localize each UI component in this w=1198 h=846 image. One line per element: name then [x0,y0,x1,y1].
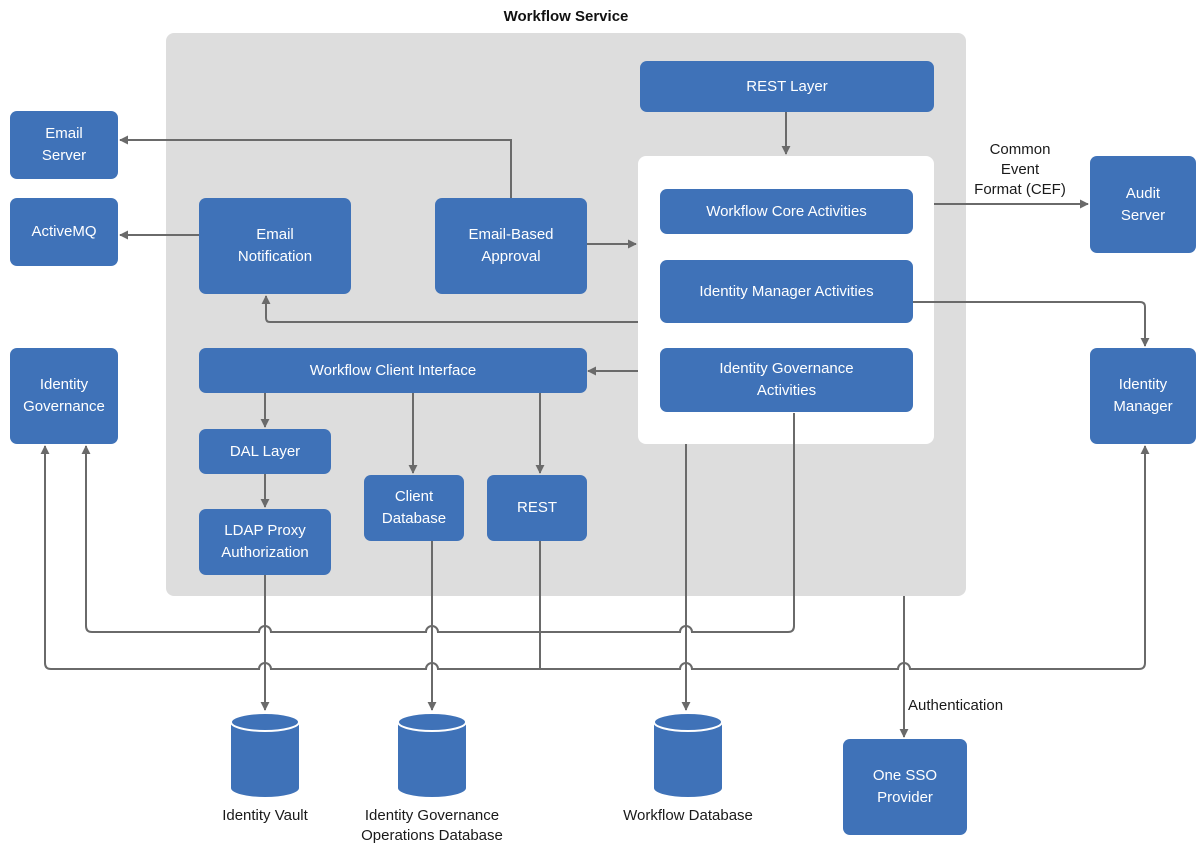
activities-to-notification-arrow [261,295,638,323]
email-server-box: Email Server [10,111,118,179]
identity-vault-db-icon [230,712,300,797]
approval-to-email-server-arrow [119,135,512,198]
identity-governance-box: Identity Governance [10,348,118,444]
diagram-title: Workflow Service [503,8,629,25]
im-activities-arrow [913,301,1150,347]
activemq-box: ActiveMQ [10,198,118,266]
rest-layer-box: REST Layer [640,61,934,112]
ig-operations-db-label: Identity Governance Operations Database [361,807,503,844]
ldap-proxy-authorization-box: LDAP Proxy Authorization [199,509,331,575]
workflow-core-activities-box: Workflow Core Activities [660,189,913,234]
audit-server-box: Audit Server [1090,156,1196,253]
dal-layer-box: DAL Layer [199,429,331,474]
rest-to-identity-governance-line [40,445,541,670]
client-database-box: Client Database [364,475,464,541]
identity-manager-activities-box: Identity Manager Activities [660,260,913,323]
ig-operations-db-icon [397,712,467,797]
identity-vault-label: Identity Vault [222,807,308,824]
rest-box: REST [487,475,587,541]
email-notification-box: Email Notification [199,198,351,294]
workflow-db-label: Workflow Database [623,807,753,824]
authentication-label: Authentication [908,697,1004,714]
identity-governance-activities-box: Identity Governance Activities [660,348,913,412]
identity-manager-box: Identity Manager [1090,348,1196,444]
cef-label: Common Event Format (CEF) [974,141,1066,198]
email-based-approval-box: Email-Based Approval [435,198,587,294]
one-sso-provider-box: One SSO Provider [843,739,967,835]
workflow-client-interface-box: Workflow Client Interface [199,348,587,393]
rest-to-identity-manager-line [540,445,1150,670]
workflow-db-icon [653,712,723,797]
